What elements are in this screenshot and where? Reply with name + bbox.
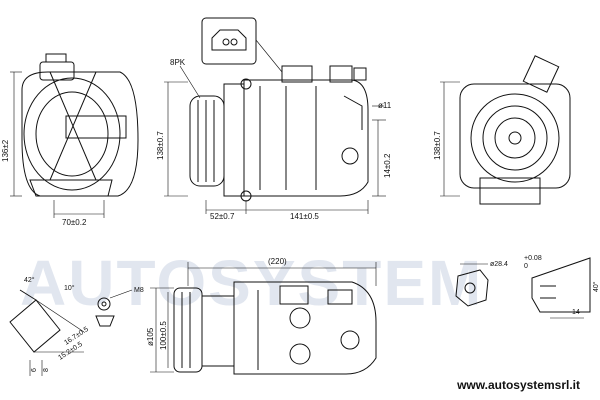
fitting-tolerance-minus: 0	[524, 263, 528, 270]
right-end-view	[459, 55, 571, 205]
belt-label: 8PK	[170, 58, 186, 67]
left-height-dimension	[10, 71, 22, 197]
port-dimensions	[372, 105, 386, 197]
bottom-side-view	[173, 281, 377, 375]
mount-w1-label: 6	[31, 368, 38, 372]
belt-leader-line	[179, 65, 201, 99]
bolt-thread-label: M8	[134, 287, 144, 294]
port-diameter-label: ø11	[378, 101, 392, 110]
fitting-angle-label: 40°	[592, 281, 600, 292]
fitting-detail	[455, 257, 591, 319]
left-side-view	[21, 53, 139, 197]
main-offset-label: 52±0.7	[210, 212, 235, 221]
left-height-label: 136±2	[1, 139, 10, 162]
main-length-label: 141±0.5	[290, 212, 319, 221]
pulley-inner-label: 100±0.5	[159, 321, 168, 350]
left-width-dimension	[53, 200, 105, 218]
pulley-diameter-label: ø105	[146, 327, 155, 346]
mount-angle2-label: 10°	[64, 284, 75, 292]
fitting-width-label: 14	[572, 309, 580, 316]
port-offset-label: 14±0.2	[383, 153, 392, 178]
connector-detail	[201, 17, 283, 73]
right-height-label: 138±0.7	[433, 131, 442, 160]
main-height-dimension	[164, 81, 188, 197]
total-length-dimension	[187, 262, 377, 286]
mount-angle-label: 42°	[24, 276, 35, 284]
total-length-label: (220)	[268, 257, 287, 266]
right-height-dimension	[440, 81, 460, 197]
website-link[interactable]: www.autosystemsrl.it	[457, 378, 580, 392]
left-width-label: 70±0.2	[62, 218, 87, 227]
pulley-dimensions	[150, 287, 174, 373]
bolt-detail	[95, 289, 133, 327]
main-front-view	[189, 65, 369, 202]
mount-w2-label: 8	[43, 368, 50, 372]
main-length-dimensions	[205, 200, 369, 214]
mount-detail	[9, 289, 85, 376]
main-height-label: 138±0.7	[156, 131, 165, 160]
fitting-diameter-label: ø28.4	[490, 261, 508, 268]
watermark-text: AUTOSYSTEM	[20, 247, 483, 319]
fitting-tolerance-plus: +0.08	[524, 255, 542, 262]
